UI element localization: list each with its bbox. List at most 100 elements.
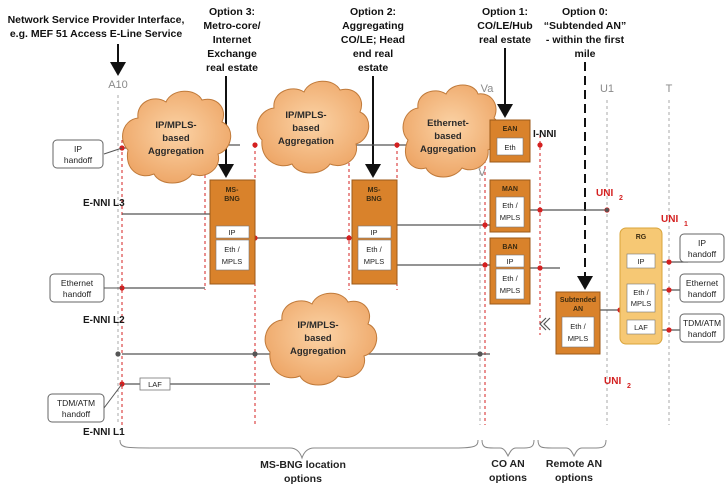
- svg-text:Aggregation: Aggregation: [290, 346, 346, 357]
- svg-text:MPLS: MPLS: [631, 299, 651, 308]
- cloud-ethernet-aggregation: Ethernet- based Aggregation: [402, 84, 501, 178]
- svg-text:Eth /: Eth /: [502, 201, 518, 210]
- svg-text:UNI: UNI: [596, 188, 613, 199]
- svg-text:Aggregation: Aggregation: [278, 136, 334, 147]
- svg-text:Aggregation: Aggregation: [420, 144, 476, 155]
- svg-text:real estate: real estate: [206, 62, 258, 74]
- svg-text:Ethernet: Ethernet: [686, 278, 719, 288]
- svg-text:handoff: handoff: [64, 155, 93, 165]
- tdm-handoff-right: TDM/ATM handoff: [679, 313, 725, 343]
- footer-remote-label: Remote AN: [546, 458, 602, 470]
- footer-coan-label: CO AN: [491, 458, 524, 470]
- svg-text:IP/MPLS-: IP/MPLS-: [285, 110, 326, 121]
- svg-text:IP/MPLS-: IP/MPLS-: [155, 120, 196, 131]
- svg-text:MPLS: MPLS: [500, 286, 520, 295]
- svg-text:1: 1: [684, 221, 688, 228]
- footer-msbng-label: MS-BNG location: [260, 459, 346, 471]
- tdm-handoff-left: TDM/ATM handoff: [47, 393, 105, 423]
- enni-l2-label: E-NNI L2: [83, 315, 125, 326]
- svg-text:2: 2: [627, 383, 631, 390]
- svg-text:2: 2: [619, 195, 623, 202]
- enni-l3-label: E-NNI L3: [83, 198, 125, 209]
- svg-text:MAN: MAN: [502, 186, 518, 193]
- svg-text:MPLS: MPLS: [364, 257, 384, 266]
- svg-text:LAF: LAF: [634, 323, 648, 332]
- ip-handoff-left: IP handoff: [52, 139, 104, 169]
- svg-text:AN: AN: [573, 306, 583, 313]
- svg-text:handoff: handoff: [62, 409, 91, 419]
- svg-text:options: options: [555, 472, 593, 484]
- cloud-ipmpls-aggregation-1: IP/MPLS- based Aggregation: [122, 90, 232, 184]
- svg-text:MS-: MS-: [368, 187, 382, 194]
- svg-text:MPLS: MPLS: [222, 257, 242, 266]
- svg-text:Option 3:: Option 3:: [209, 6, 255, 18]
- svg-text:based: based: [162, 133, 190, 144]
- svg-text:CO/LE/Hub: CO/LE/Hub: [477, 20, 532, 32]
- svg-text:Aggregating: Aggregating: [342, 20, 404, 32]
- msbng-option3: MS- BNG IP Eth / MPLS: [209, 179, 256, 285]
- svg-text:options: options: [284, 473, 322, 485]
- svg-text:e.g. MEF 51 Access E-Line Serv: e.g. MEF 51 Access E-Line Service: [10, 28, 183, 40]
- svg-text:- within the first: - within the first: [546, 34, 625, 46]
- svg-text:based: based: [304, 333, 332, 344]
- svg-text:CO/LE; Head: CO/LE; Head: [341, 34, 405, 46]
- chevron-marks: [539, 317, 551, 331]
- svg-text:Option 2:: Option 2:: [350, 6, 396, 18]
- msbng2-ip-layer: [357, 225, 392, 239]
- svg-text:IP: IP: [637, 257, 644, 266]
- svg-text:end real: end real: [353, 48, 393, 60]
- svg-text:estate: estate: [358, 62, 389, 74]
- svg-text:IP: IP: [698, 238, 706, 248]
- svg-text:Internet: Internet: [213, 34, 252, 46]
- svg-text:Option 0:: Option 0:: [562, 6, 608, 18]
- option2-header: Option 2: Aggregating CO/LE; Head end re…: [341, 6, 405, 74]
- svg-text:Ethernet: Ethernet: [61, 278, 94, 288]
- inni-label: I-NNI: [533, 129, 557, 140]
- svg-text:Eth /: Eth /: [570, 322, 586, 331]
- subtended-an-node: Subtended AN Eth / MPLS: [555, 291, 601, 355]
- option1-header: Option 1: CO/LE/Hub real estate: [477, 6, 532, 46]
- svg-text:IP/MPLS-: IP/MPLS-: [297, 320, 338, 331]
- svg-text:BNG: BNG: [366, 196, 382, 203]
- svg-text:RG: RG: [636, 234, 647, 241]
- msbng1-ip-layer: [215, 225, 250, 239]
- msbng-option2: MS- BNG IP Eth / MPLS: [351, 179, 398, 285]
- enni-l1-label: E-NNI L1: [83, 427, 125, 438]
- ethernet-handoff-left: Ethernet handoff: [49, 273, 105, 303]
- svg-text:IP: IP: [74, 144, 82, 154]
- option0-header: Option 0: “Subtended AN” - within the fi…: [544, 6, 626, 60]
- svg-text:real estate: real estate: [479, 34, 531, 46]
- svg-text:Network Service Provider Inter: Network Service Provider Interface,: [8, 14, 185, 26]
- uni1-label: UNI 1: [661, 214, 688, 228]
- svg-text:UNI: UNI: [661, 214, 678, 225]
- svg-text:BNG: BNG: [224, 196, 240, 203]
- svg-text:TDM/ATM: TDM/ATM: [683, 318, 721, 328]
- ean-node: EAN Eth: [489, 119, 531, 163]
- svg-text:Exchange: Exchange: [207, 48, 257, 60]
- msbng2-eth-mpls-layer: [357, 239, 392, 271]
- msbng1-eth-mpls-layer: [215, 239, 250, 271]
- svg-text:options: options: [489, 472, 527, 484]
- svg-text:EAN: EAN: [503, 126, 518, 133]
- svg-text:Metro-core/: Metro-core/: [203, 20, 260, 32]
- svg-text:MPLS: MPLS: [568, 334, 588, 343]
- rg-node: RG IP Eth / MPLS LAF: [619, 227, 663, 345]
- svg-text:TDM/ATM: TDM/ATM: [57, 398, 95, 408]
- svg-text:handoff: handoff: [688, 249, 717, 259]
- svg-text:BAN: BAN: [502, 244, 517, 251]
- svg-text:Eth /: Eth /: [224, 245, 240, 254]
- nsp-interface-header: Network Service Provider Interface, e.g.…: [8, 14, 185, 40]
- ethernet-handoff-right: Ethernet handoff: [679, 273, 725, 303]
- uni2-bottom-label: UNI 2: [604, 376, 631, 390]
- refpoint-va: Va: [481, 83, 495, 95]
- svg-text:MS-: MS-: [226, 187, 240, 194]
- svg-text:Eth /: Eth /: [502, 274, 518, 283]
- svg-text:based: based: [434, 131, 462, 142]
- refpoint-v: V: [478, 167, 486, 179]
- laf-box: LAF: [139, 377, 171, 391]
- ip-handoff-right: IP handoff: [679, 233, 725, 263]
- svg-text:IP: IP: [370, 228, 377, 237]
- cloud-ipmpls-aggregation-3: IP/MPLS- based Aggregation: [264, 292, 378, 386]
- refpoint-u1: U1: [600, 83, 614, 95]
